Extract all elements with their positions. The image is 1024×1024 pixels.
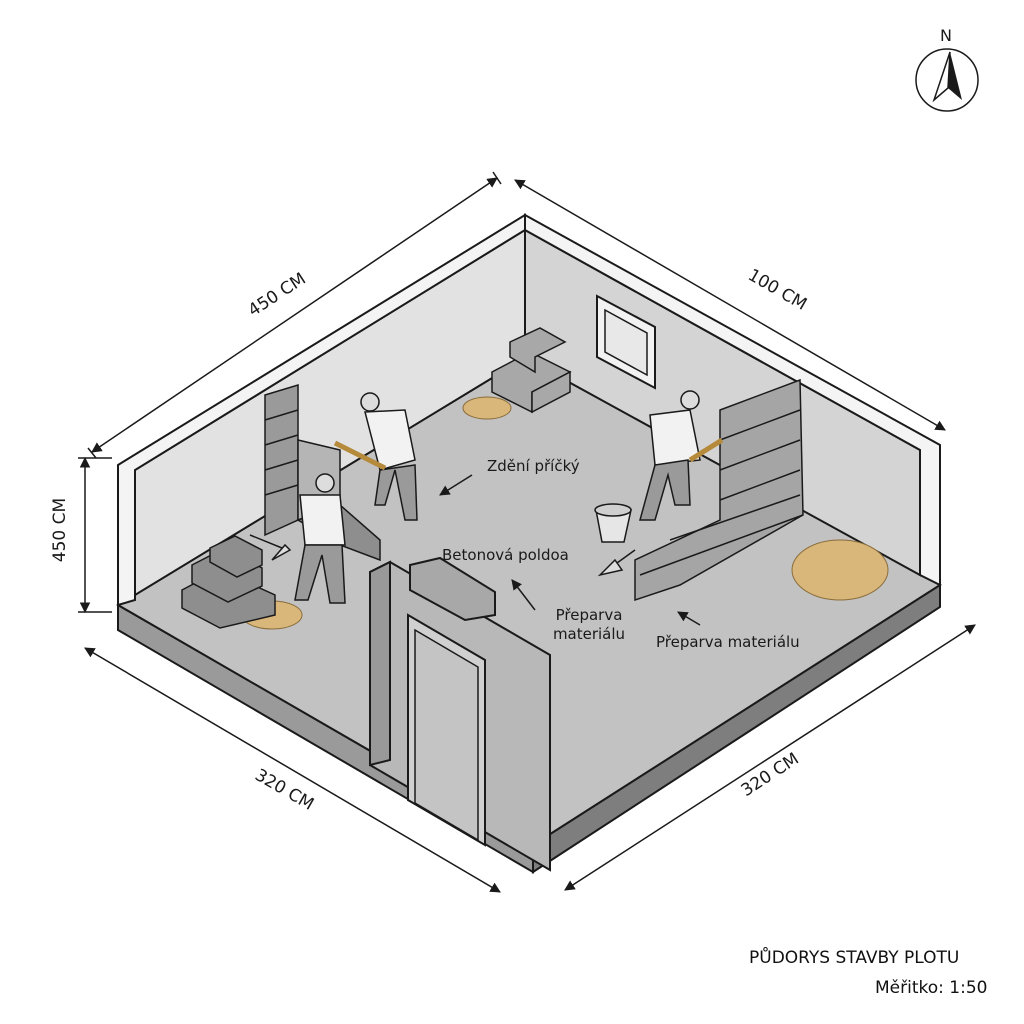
annotation-arrow: [677, 611, 701, 626]
drawing-scale: Měřitko: 1:50: [875, 978, 988, 998]
drawing-title: PŮDORYS STAVBY PLOTU: [749, 948, 960, 968]
compass-north-label: N: [940, 26, 952, 45]
annotation-material-prep-1: Přeparva materiálu: [552, 606, 626, 643]
sand-pile: [462, 396, 512, 420]
brick-stack: [181, 535, 276, 629]
worker: [294, 473, 346, 604]
annotation-partition-walling: Zdění příčký: [487, 457, 580, 475]
dimension-lines: [78, 171, 976, 893]
dimension-label-height: 450 CM: [50, 497, 71, 563]
trowel-icon: [597, 549, 636, 577]
annotation-arrow: [511, 579, 536, 611]
annotation-material-prep-2: Přeparva materiálu: [656, 633, 800, 651]
annotation-arrow: [439, 474, 473, 496]
annotation-concrete-floor: Betonová poldoa: [442, 546, 569, 564]
bucket: [594, 503, 632, 543]
north-compass-icon: [915, 48, 979, 112]
sand-pile: [791, 539, 889, 601]
trowel-icon: [249, 534, 292, 561]
